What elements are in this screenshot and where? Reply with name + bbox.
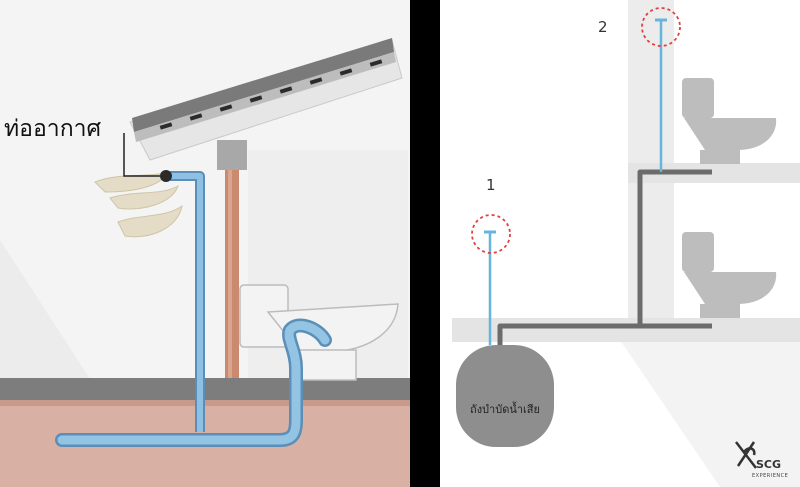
brand-subtitle: EXPERIENCE bbox=[752, 473, 789, 479]
roof-vent-box bbox=[217, 140, 247, 170]
vent-label-leader bbox=[123, 133, 160, 177]
vent-pipe-label: ท่ออากาศ bbox=[4, 116, 102, 142]
marker-number-2: 2 bbox=[598, 18, 608, 36]
upper-floor-slab bbox=[628, 163, 800, 183]
roof bbox=[129, 38, 403, 161]
brand-name: SCG bbox=[756, 458, 782, 471]
vent-outlet-icon bbox=[160, 170, 172, 182]
septic-tank bbox=[456, 345, 554, 447]
vent-pipes-right bbox=[484, 18, 667, 345]
scg-experience-logo-icon bbox=[735, 441, 757, 469]
drain-pipe bbox=[55, 318, 332, 447]
air-outflow-icon bbox=[94, 171, 183, 238]
vent-marker-circle-1 bbox=[471, 214, 511, 254]
ground-floor-slab bbox=[452, 318, 800, 342]
roof-tiles bbox=[159, 59, 383, 130]
drain-lines bbox=[497, 169, 712, 345]
right-panel bbox=[440, 0, 800, 487]
vent-pipe bbox=[160, 170, 205, 432]
left-panel bbox=[0, 0, 410, 487]
toilet-lower bbox=[682, 232, 777, 318]
toilet-upper bbox=[682, 78, 777, 164]
toilet-left bbox=[239, 284, 399, 381]
septic-tank-label: ถังบำบัดน้ำเสีย bbox=[470, 403, 540, 416]
marker-number-1: 1 bbox=[486, 176, 496, 194]
panel-divider bbox=[410, 0, 440, 487]
vent-marker-circle-2 bbox=[641, 7, 681, 47]
